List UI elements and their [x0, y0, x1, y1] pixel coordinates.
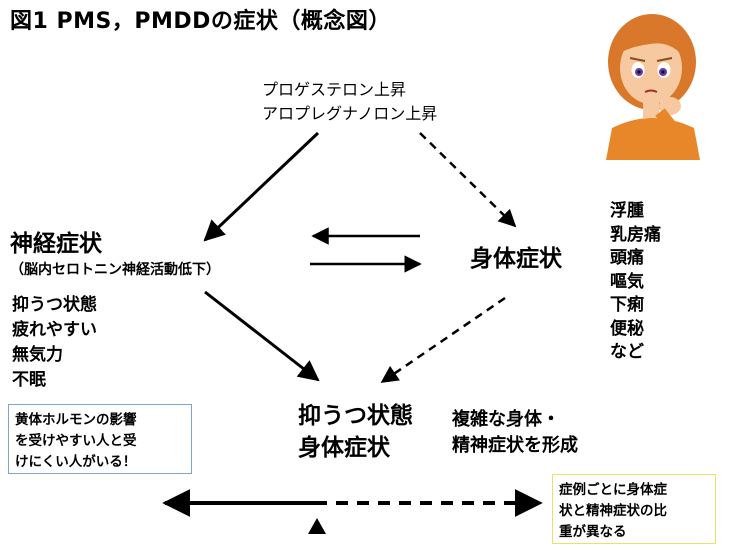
result-physical: 身体症状 [298, 435, 390, 461]
luteal-hormone-note-box: 黄体ホルモンの影響 を受けやすい人と受 けにくい人がいる！ [8, 404, 192, 474]
fulcrum-triangle-icon [308, 518, 326, 534]
hormone-line-progesterone: プロゲステロン上昇 [262, 80, 407, 99]
note-line: 症例ごとに身体症 [559, 482, 667, 498]
hormone-trigger: プロゲステロン上昇 アロプレグナノロン上昇 [262, 78, 437, 126]
arrow-physical-to-result [380, 296, 506, 384]
list-item: 嘔気 [610, 271, 644, 292]
physical-symptoms-title: 身体症状 [470, 246, 562, 272]
list-item: 浮腫 [610, 201, 644, 221]
note-line: 状と精神症状の比 [559, 503, 667, 519]
complex-note-line: 精神症状を形成 [452, 435, 578, 456]
result-depression: 抑うつ状態 [298, 403, 413, 429]
note-line: けにくい人がいる！ [15, 454, 137, 470]
worried-woman-illustration [606, 14, 700, 160]
list-item: 乳房痛 [610, 224, 661, 245]
list-item: 便秘 [610, 318, 644, 339]
arrow-hormone-to-neuro [203, 131, 320, 242]
list-item: 疲れやすい [12, 320, 97, 340]
list-item: など [610, 342, 644, 362]
list-item: 抑うつ状態 [12, 295, 97, 315]
list-item: 無気力 [12, 345, 63, 365]
arrow-hormone-to-physical [419, 132, 517, 228]
neuro-symptoms-subtitle: （脳内セロトニン神経活動低下） [10, 262, 220, 278]
arrow-neuro-to-result [204, 290, 320, 382]
neuro-symptoms-list: 抑うつ状態 疲れやすい 無気力 不眠 [12, 293, 97, 393]
note-line: 重が異なる [559, 524, 627, 540]
complex-note-line: 複雑な身体・ [452, 409, 560, 430]
note-line: を受けやすい人と受 [15, 433, 137, 449]
list-item: 不眠 [12, 370, 46, 390]
case-ratio-note-box: 症例ごとに身体症 状と精神症状の比 重が異なる [552, 474, 716, 544]
neuro-symptoms-title: 神経症状 [10, 231, 102, 257]
note-line: 黄体ホルモンの影響 [15, 412, 137, 428]
physical-symptoms-list: 浮腫 乳房痛 頭痛 嘔気 下痢 便秘 など [610, 200, 661, 365]
list-item: 頭痛 [610, 248, 644, 268]
hormone-line-allopregnanolone: アロプレグナノロン上昇 [262, 104, 438, 123]
complex-symptoms-note: 複雑な身体・ 精神症状を形成 [452, 407, 578, 459]
list-item: 下痢 [610, 295, 644, 315]
figure-title: 図1 PMS，PMDDの症状（概念図） [10, 9, 391, 34]
